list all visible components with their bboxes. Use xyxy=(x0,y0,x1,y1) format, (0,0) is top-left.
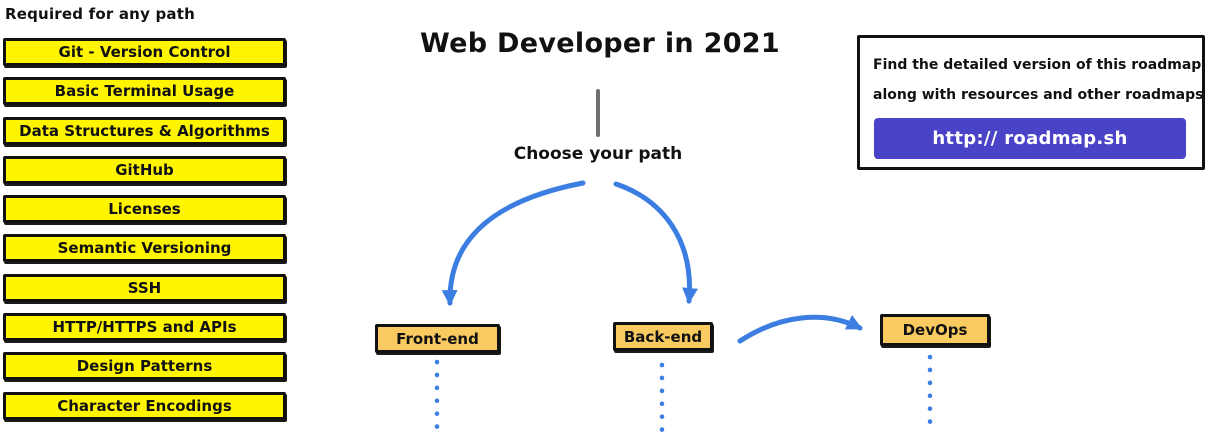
path-box-backend[interactable]: Back-end xyxy=(613,322,713,351)
required-item-git[interactable]: Git - Version Control xyxy=(3,38,286,66)
required-panel-heading: Required for any path xyxy=(5,5,195,23)
choose-your-path-label: Choose your path xyxy=(513,144,683,164)
required-item-semver[interactable]: Semantic Versioning xyxy=(3,234,286,263)
required-item-ssh[interactable]: SSH xyxy=(3,273,286,302)
info-box-line1: Find the detailed version of this roadma… xyxy=(873,57,1202,73)
info-box: Find the detailed version of this roadma… xyxy=(857,35,1205,170)
required-panel: Git - Version Control Basic Terminal Usa… xyxy=(3,38,286,420)
required-item-terminal[interactable]: Basic Terminal Usage xyxy=(3,77,286,106)
required-item-github[interactable]: GitHub xyxy=(3,155,286,184)
required-item-design-patterns[interactable]: Design Patterns xyxy=(3,352,286,381)
required-item-char-encodings[interactable]: Character Encodings xyxy=(3,391,286,420)
roadmap-url-button[interactable]: http:// roadmap.sh xyxy=(874,118,1186,159)
info-box-line2: along with resources and other roadmaps xyxy=(873,87,1204,103)
required-item-licenses[interactable]: Licenses xyxy=(3,195,286,224)
required-item-dsa[interactable]: Data Structures & Algorithms xyxy=(3,116,286,145)
page-title: Web Developer in 2021 xyxy=(420,28,780,59)
info-box-text: Find the detailed version of this roadma… xyxy=(873,50,1204,110)
arrow-to-frontend xyxy=(441,180,586,306)
arrow-to-backend xyxy=(613,181,699,304)
path-box-frontend[interactable]: Front-end xyxy=(375,324,500,353)
arrow-to-devops xyxy=(737,314,863,344)
path-box-devops[interactable]: DevOps xyxy=(880,314,990,346)
title-stem-line xyxy=(596,89,600,137)
required-item-http[interactable]: HTTP/HTTPS and APIs xyxy=(3,313,286,342)
